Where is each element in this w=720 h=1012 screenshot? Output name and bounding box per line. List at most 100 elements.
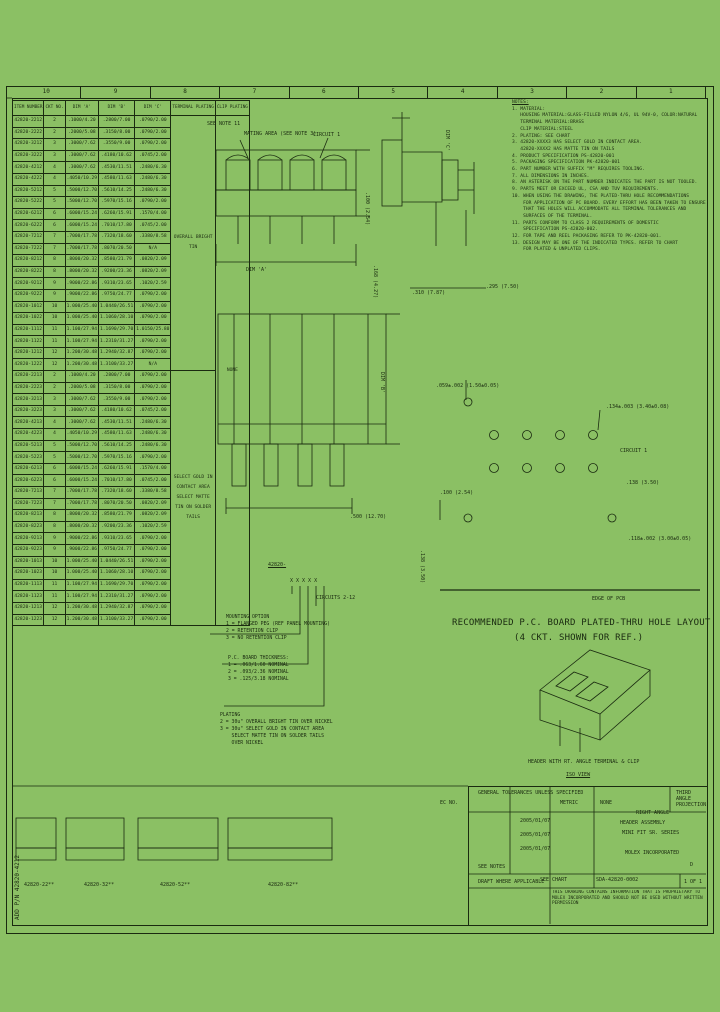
table-cell: .6000/15.24 [64, 207, 100, 221]
table-cell: .7000/17.78 [64, 242, 100, 256]
clip-plating-cell: NONE [214, 114, 250, 627]
note-line: 11. PARTS CONFORM TO CLASS 2 REQUIREMENT… [512, 220, 659, 226]
table-cell: .8000/20.32 [64, 520, 100, 534]
table-cell: 42820-9213 [11, 532, 45, 545]
table-cell: .0790/2.00 [134, 567, 172, 580]
plating-line: 2 = 30u" OVERALL BRIGHT TIN OVER NICKEL [220, 720, 333, 725]
table-cell: .3000/7.62 [64, 149, 100, 163]
table-cell: .1570/4.00 [134, 207, 172, 221]
note-line: 4. PRODUCT SPECIFICATION PS-42820-001 [512, 153, 615, 159]
table-cell: 1.000/25.40 [64, 555, 100, 569]
edge-of-pcb-label: EDGE OF PCB [592, 596, 626, 602]
draft-label: DRAFT WHERE APPLICABLE [478, 879, 545, 885]
pcb-layout-subtitle: (4 CKT. SHOWN FOR REF.) [514, 633, 644, 643]
plating-line: OVER NICKEL [220, 741, 264, 746]
pcb-layout-title: RECOMMENDED P.C. BOARD PLATED-THRU HOLE … [452, 618, 711, 628]
date-2: 2005/01/07 [520, 832, 551, 838]
zone-marker: 6 [290, 86, 360, 98]
table-cell: 1.1060/28.10 [98, 567, 136, 580]
terminal-plating-cell: SELECT GOLD IN CONTACT AREA SELECT MATTE… [170, 370, 216, 627]
note-line: 1. MATERIAL: [512, 106, 546, 112]
side-view-housing [381, 139, 403, 207]
table-cell: 42820-8213 [11, 509, 45, 522]
table-cell: .0790/2.00 [134, 300, 172, 314]
table-cell: .7010/17.80 [98, 219, 136, 232]
note-line: 5. PACKAGING SPECIFICATION PK-42820-001 [512, 160, 620, 166]
note-line: 9. PARTS MEET OR EXCEED UL, CSA AND TUV … [512, 187, 659, 193]
variant-label-1: 42820-22** [24, 882, 55, 888]
table-cell: 8 [43, 509, 66, 522]
table-cell: 1.100/27.94 [64, 335, 100, 348]
thickness-line: 1 = .063/1.60 NOMINAL [228, 663, 289, 668]
table-cell: 2 [43, 126, 66, 140]
dim-1-label: .310 (7.87) [412, 290, 446, 296]
note-line: FOR APPLICATION OF PC BOARD. EVERY EFFOR… [512, 200, 706, 206]
plating-line: 3 = 30u" SELECT GOLD IN CONTACT AREA [220, 727, 324, 732]
table-cell: .3550/9.00 [98, 138, 136, 151]
note-line: 6. PART NUMBER WITH SUFFIX "M" REQUIRES … [512, 167, 645, 173]
table-cell: 42820-4212 [11, 161, 45, 174]
table-cell: .0790/2.00 [134, 578, 172, 592]
revision-letter: D [690, 862, 694, 868]
table-cell: .5000/12.70 [64, 184, 100, 198]
iso-caption: HEADER WITH RT. ANGLE TERMINAL & CLIP [528, 759, 640, 765]
thickness-line: 2 = .093/2.36 NOMINAL [228, 670, 289, 675]
zone-marker: 5 [359, 86, 429, 98]
zone-marker: 4 [428, 86, 498, 98]
see-note-label: SEE NOTE 11 [207, 121, 241, 127]
header-dim-b: DIM 'B' [98, 100, 136, 116]
variant-label-4: 42820-82** [268, 882, 299, 888]
mounting-line: MOUNTING OPTION [226, 615, 270, 620]
table-cell: .3380/8.58 [134, 230, 172, 244]
dim-4-label: .295 (7.50) [486, 284, 520, 290]
table-cell: N/A [134, 242, 172, 256]
thickness-line: 3 = .125/3.18 NOMINAL [228, 677, 289, 682]
date-3: 2005/01/07 [520, 846, 551, 852]
plating-line: PLATING [220, 713, 241, 718]
table-cell: .9200/23.36 [98, 520, 136, 534]
table-cell: 42820-2222 [11, 126, 45, 140]
see-chart-label: SEE CHART [540, 877, 568, 883]
variant-label-3: 42820-52** [160, 882, 191, 888]
table-cell: .5970/15.16 [98, 196, 136, 209]
table-cell: 42820-9223 [11, 543, 45, 557]
note-line: 8. AN ASTERISK ON THE PART NUMBER INDICA… [512, 180, 698, 186]
plating-options: PLATING 2 = 30u" OVERALL BRIGHT TIN OVER … [220, 712, 333, 747]
mounting-line: 2 = RETENTION CLIP [226, 629, 278, 634]
hole-dim-3: .138 (3.50) [626, 480, 660, 486]
note-line: 10. WHEN USING THE DRAWING, THE PLATED-T… [512, 193, 690, 199]
zone-marker: 8 [151, 86, 221, 98]
table-cell: 42820-7212 [11, 230, 45, 244]
table-cell: .1020/2.59 [134, 520, 172, 534]
note-line: CLIP MATERIAL:STEEL [512, 126, 573, 132]
table-cell: .0790/2.00 [134, 451, 172, 464]
table-cell: .4050/10.29 [64, 172, 100, 186]
table-cell: 42820-1013 [11, 555, 45, 569]
variant-label-2: 42820-32** [84, 882, 115, 888]
thickness-line: P.C. BOARD THICKNESS: [228, 656, 289, 661]
units-label: METRIC [560, 800, 579, 806]
note-line: 7. ALL DIMENSIONS IN INCHES. [512, 173, 590, 179]
table-cell: 1.000/25.40 [64, 312, 100, 325]
table-cell: .0745/2.00 [134, 149, 172, 163]
table-cell: .0790/2.00 [134, 601, 172, 615]
table-cell: .8000/20.32 [64, 509, 100, 522]
